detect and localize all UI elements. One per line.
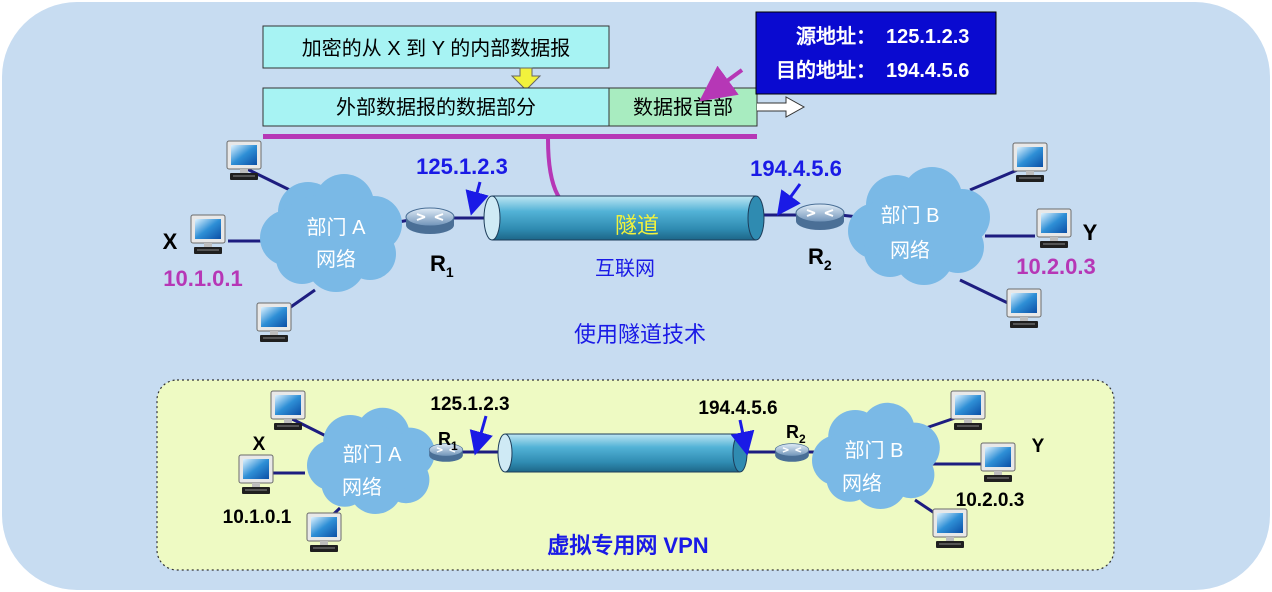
addr-pointer-arrow: [699, 65, 744, 102]
internet-label: 互联网: [595, 257, 655, 280]
pc-a1-bottom: [270, 390, 306, 431]
tunnel-bottom: [497, 433, 748, 473]
router2-label-bottom: R2: [786, 422, 806, 446]
r2-ip-arrow-top: [776, 183, 802, 216]
pc-x-bottom: [238, 454, 274, 495]
pc-y-bottom: [980, 442, 1016, 483]
r1-ip-top: 125.1.2.3: [416, 154, 508, 179]
router2-label-top: R2: [808, 244, 832, 273]
router-r2-top: [795, 203, 845, 231]
dept-a-bottom-line1: 部门 A: [343, 443, 403, 466]
dept-b-bottom-line1: 部门 B: [845, 439, 904, 462]
pc-b3-top: [1006, 288, 1042, 329]
inner-packet-box: [262, 25, 610, 69]
outer-data-label: 外部数据报的数据部分: [336, 96, 536, 119]
pc-a3-bottom: [306, 512, 342, 553]
pc-a1-top: [226, 140, 262, 181]
host-x-top: X: [163, 229, 178, 254]
pc-y-top: [1036, 208, 1072, 249]
address-box: [755, 11, 997, 95]
dst-addr-value: 194.4.5.6: [886, 60, 969, 82]
dept-b-bottom-line2: 网络: [842, 472, 882, 495]
host-y-top: Y: [1083, 220, 1098, 245]
purple-bar: [263, 134, 757, 139]
caption-bottom: 虚拟专用网 VPN: [547, 533, 708, 558]
ip-y-bottom: 10.2.0.3: [956, 490, 1025, 511]
dst-addr-label: 目的地址：: [776, 58, 876, 82]
pc-b1-top: [1012, 142, 1048, 183]
outer-data-box: [262, 87, 610, 127]
yellow-down-arrow: [510, 67, 542, 91]
dept-a-top-line1: 部门 A: [307, 216, 367, 239]
dept-b-top-line1: 部门 B: [881, 204, 940, 227]
pc-b3-bottom: [932, 508, 968, 549]
router1-label-top: R1: [430, 251, 454, 280]
tunnel-label: 隧道: [615, 213, 659, 238]
router1-label-bottom: R1: [438, 429, 458, 453]
r1-ip-bottom: 125.1.2.3: [430, 394, 509, 415]
ip-x-top: 10.1.0.1: [163, 266, 243, 291]
r2-ip-arrow-bottom: [730, 419, 755, 456]
dept-a-top-line2: 网络: [316, 248, 356, 271]
dept-b-top-line2: 网络: [890, 239, 930, 262]
r1-ip-arrow-bottom: [469, 415, 493, 456]
r1-ip-arrow-top: [465, 181, 489, 216]
inner-packet-label: 加密的从 X 到 Y 的内部数据报: [302, 37, 571, 60]
pc-x-top: [190, 214, 226, 255]
ip-y-top: 10.2.0.3: [1016, 254, 1096, 279]
host-y-bottom: Y: [1032, 436, 1045, 457]
r2-ip-top: 194.4.5.6: [750, 156, 842, 181]
router-r2-bottom: [774, 442, 810, 463]
r2-ip-bottom: 194.4.5.6: [698, 398, 777, 419]
ip-x-bottom: 10.1.0.1: [223, 507, 292, 528]
src-addr-label: 源地址：: [796, 25, 876, 48]
host-x-bottom: X: [253, 434, 266, 455]
hollow-right-arrow: [757, 96, 806, 118]
pc-b1-bottom: [950, 390, 986, 431]
outer-header-label: 数据报首部: [633, 96, 733, 119]
caption-top: 使用隧道技术: [574, 322, 706, 347]
router-r1-top: [405, 207, 455, 235]
src-addr-value: 125.1.2.3: [886, 26, 969, 48]
dept-a-bottom-line2: 网络: [342, 476, 382, 499]
pc-a3-top: [256, 302, 292, 343]
